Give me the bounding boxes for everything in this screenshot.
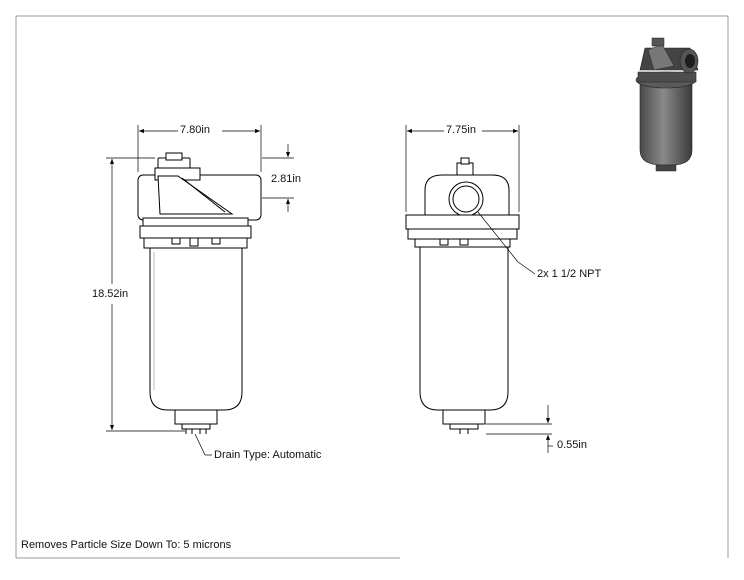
isometric-view	[635, 37, 699, 172]
drain-type-label: Drain Type: Automatic	[214, 449, 322, 461]
side-width-label: 7.75in	[446, 124, 476, 136]
front-view	[137, 152, 262, 434]
port-size-label: 2x 1 1/2 NPT	[537, 268, 602, 280]
front-width-label: 7.80in	[180, 124, 210, 136]
sheet-border	[15, 15, 729, 559]
dimension-lines	[106, 125, 553, 456]
drain-offset-label: 0.55in	[557, 439, 587, 451]
side-view	[405, 157, 520, 434]
micron-rating-note: Removes Particle Size Down To: 5 microns	[21, 539, 232, 551]
head-height-label: 2.81in	[271, 173, 301, 185]
front-height-label: 18.52in	[92, 288, 129, 300]
